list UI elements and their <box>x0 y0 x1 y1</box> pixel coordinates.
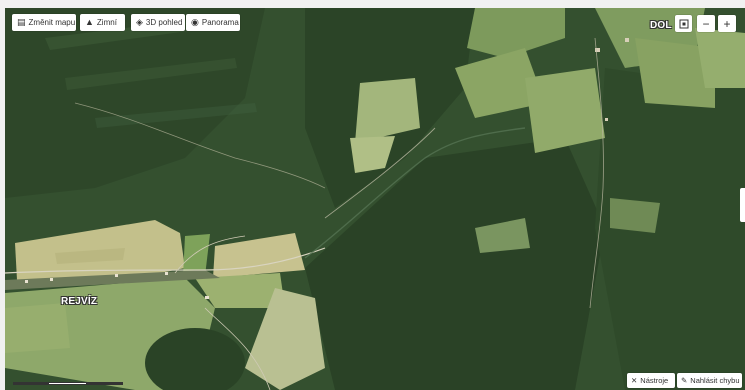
map-view[interactable]: ▤ Změnit mapu ▲ Zimní ◈ 3D pohled ◉ Pano… <box>5 8 745 390</box>
mountain-icon: ▲ <box>85 17 94 27</box>
zoom-out-button[interactable]: − <box>697 15 715 32</box>
scale-bar <box>13 375 125 385</box>
place-label-dol[interactable]: DOL <box>650 20 672 31</box>
eye-icon: ◉ <box>191 17 199 27</box>
side-panel-toggle[interactable] <box>740 188 745 222</box>
tools-icon: ✕ <box>631 376 638 385</box>
panorama-button[interactable]: ◉ Panorama <box>186 14 240 31</box>
layers-icon: ▤ <box>17 17 26 27</box>
place-label-rejviz[interactable]: REJVÍZ <box>61 296 98 307</box>
pencil-icon: ✎ <box>681 376 688 385</box>
3d-view-button[interactable]: ◈ 3D pohled <box>131 14 185 31</box>
locate-button[interactable] <box>675 15 692 32</box>
tools-button[interactable]: ✕ Nástroje <box>627 373 675 388</box>
winter-map-button[interactable]: ▲ Zimní <box>80 14 125 31</box>
target-icon <box>679 19 688 28</box>
cube-icon: ◈ <box>136 17 143 27</box>
change-map-button[interactable]: ▤ Změnit mapu <box>12 14 76 31</box>
report-error-button[interactable]: ✎ Nahlásit chybu <box>677 373 742 388</box>
zoom-in-button[interactable]: + <box>718 15 736 32</box>
satellite-imagery <box>5 8 745 390</box>
